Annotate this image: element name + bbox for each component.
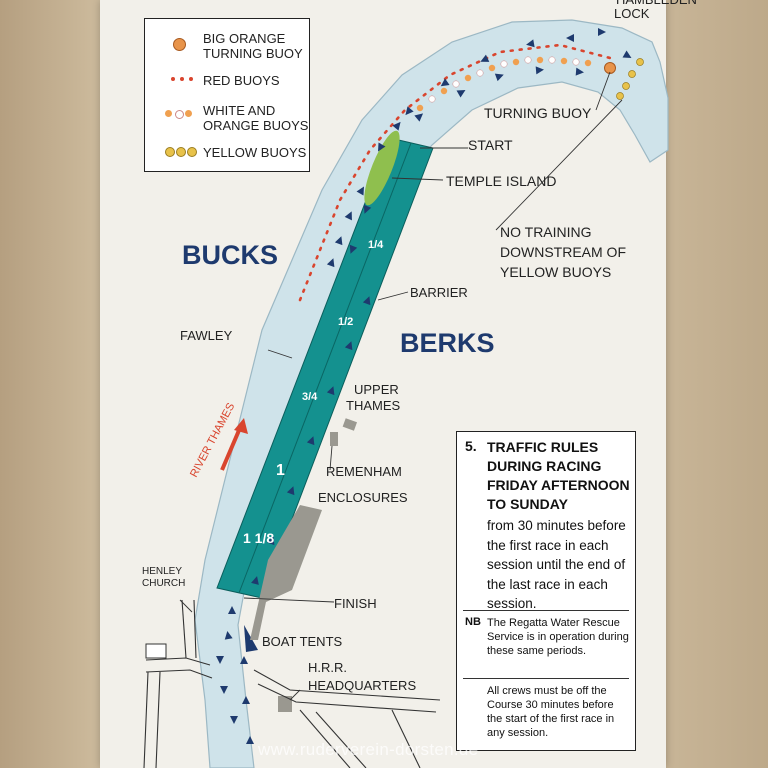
wall-left [0,0,100,768]
hrr-line2: HEADQUARTERS [308,678,416,693]
leader-lines [179,71,623,701]
rules-divider [463,678,629,679]
rules-title: TRAFFIC RULES DURING RACING FRIDAY AFTER… [487,439,630,512]
marker-one-eighth: 1 1/8 [243,530,274,546]
legend-label: YELLOW BUOYS [203,145,307,160]
nb-label: NB [465,616,481,628]
marker-half: 1/2 [338,316,353,328]
marker-one-mile: 1 [276,462,285,479]
river-direction-arrowhead [234,418,248,434]
yellow-buoys-group [616,58,644,100]
watermark: www.ruderverein-dorsten.de [258,740,479,759]
remenham-label: REMENHAM [326,464,402,479]
course-divider [238,142,412,594]
nb-text: The Regatta Water Rescue Service is in o… [487,617,629,657]
barrier-label: BARRIER [410,285,468,300]
red-buoy-icon [171,77,175,81]
hambleden-lock-label: LOCK [614,6,650,21]
henley-church-building [145,643,167,659]
wall-right [666,0,768,768]
rules-divider [463,610,629,611]
legend-label: WHITE AND ORANGE BUOYS [203,103,309,133]
henley-line1: HENLEY [142,566,182,577]
start-label: START [468,137,513,153]
legend-label: BIG ORANGE TURNING BUOY [203,31,303,61]
no-training-line2: DOWNSTREAM OF [500,244,626,260]
white-orange-buoys-group [416,56,592,112]
upper-thames-line1: UPPER [354,382,399,397]
hambleden-label: HAMBLEDEN [616,0,697,7]
upper-thames-line2: THAMES [346,398,401,413]
big-orange-turning-buoy [604,62,616,74]
orange-buoy-icon [173,38,186,51]
finish-label: FINISH [334,596,377,611]
traffic-arrows [216,28,632,744]
temple-island [364,130,400,206]
berks-label: BERKS [400,328,495,358]
turning-buoy-label: TURNING BUOY [484,105,592,121]
yellow-buoy-icon [165,147,175,157]
bucks-label: BUCKS [182,240,278,270]
boat-tents-label: BOAT TENTS [262,634,343,649]
legend-label: RED BUOYS [203,73,280,88]
fawley-label: FAWLEY [180,328,233,343]
roads [143,599,441,768]
white-orange-buoy-icon [165,110,172,117]
marker-three-quarter: 3/4 [302,391,318,403]
map-legend: BIG ORANGE TURNING BUOY RED BUOYS WHITE … [144,18,310,172]
henley-line2: CHURCH [142,578,185,589]
remenham-building [330,432,338,446]
marker-quarter: 1/4 [368,239,384,251]
no-training-line3: YELLOW BUOYS [500,264,611,280]
no-training-line1: NO TRAINING [500,224,592,240]
upper-thames-building [342,418,358,431]
hrr-building [278,696,292,712]
crews-notice: All crews must be off the Course 30 minu… [487,685,615,739]
traffic-rules-panel: 5. TRAFFIC RULES DURING RACING FRIDAY AF… [456,431,636,751]
river-direction-arrow [220,427,242,471]
rules-body: from 30 minutes before the first race in… [487,518,626,611]
red-buoys-line [298,43,612,302]
rules-number: 5. [465,438,477,454]
enclosures-area [250,505,322,640]
enclosures-label: ENCLOSURES [318,490,408,505]
hrr-line1: H.R.R. [308,660,347,675]
temple-island-label: TEMPLE ISLAND [446,173,556,189]
